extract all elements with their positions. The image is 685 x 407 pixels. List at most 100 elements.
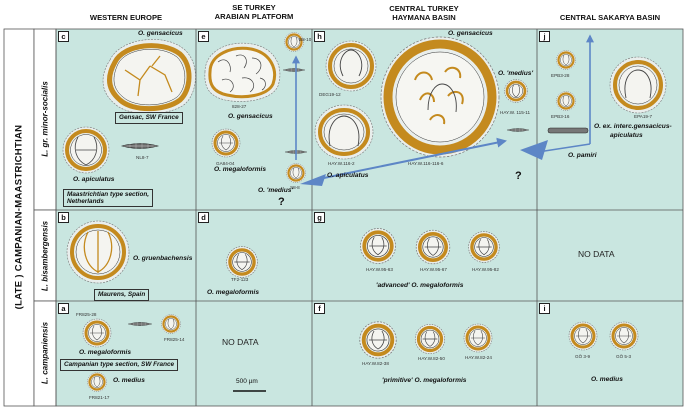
period-label: (LATE ) CAMPANIAN-MAASTRICHTIAN <box>13 124 25 310</box>
panel-badge-b: b <box>58 212 69 223</box>
no-data-sakarya: NO DATA <box>578 249 615 259</box>
specimen-go53: GÖ 5-3 <box>616 354 632 359</box>
specimen-epa: EPA19-7 <box>634 114 653 119</box>
species-d-megaloformis: O. megaloformis <box>207 289 260 296</box>
fossil-c-gensacicus <box>102 39 196 115</box>
species-j-pamiri: O. pamiri <box>568 152 597 159</box>
column-header-se-turkey-2: ARABIAN PLATFORM <box>214 12 294 21</box>
fossil-e-b8-10 <box>283 31 305 53</box>
species-j-interc-line2: apiculatus <box>610 132 643 139</box>
fossil-f-82-50 <box>413 322 447 356</box>
fossil-e-s8-8 <box>285 162 307 184</box>
column-header-central-turkey-2: HAYMANA BASIN <box>392 13 456 22</box>
locality-maastrichtian: Maastrichtian type section, Netherlands <box>63 189 154 207</box>
specimen-epb16: EPB3-16 <box>551 114 570 119</box>
specimen-fr28: FR825-28 <box>76 312 97 317</box>
zone-upper-label: L. gr. minor-socialis <box>40 81 50 157</box>
panel-badge-a: a <box>58 303 69 314</box>
specimen-hay1162: HAY.W.116-2 <box>328 161 355 166</box>
evolution-arrows <box>292 34 594 186</box>
specimen-hay9582: HAY.W.95-82 <box>472 267 499 272</box>
locality-maurens: Maurens, Spain <box>94 289 150 301</box>
panel-badge-e: e <box>198 31 209 42</box>
question-mark-e: ? <box>278 196 285 208</box>
specimen-hay11511: HAY.W. 115-11 <box>500 110 531 115</box>
species-b-gruenbachensis: O. gruenbachensis <box>133 255 193 262</box>
specimen-hay9563: HAY.W.95-63 <box>366 267 393 272</box>
specimen-hay9567: HAY.W.95-67 <box>420 267 447 272</box>
fossil-h-gensacicus <box>380 36 500 158</box>
period-label-box <box>3 28 35 407</box>
specimen-e827: 828-27 <box>232 104 247 109</box>
panel-badge-i: i <box>539 303 550 314</box>
specimen-fr14: FR825-14 <box>164 337 185 342</box>
panel-badge-j: j <box>539 31 550 42</box>
column-header-central-sakarya: CENTRAL SAKARYA BASIN <box>559 13 661 22</box>
fossil-f-82-24 <box>462 322 494 354</box>
species-e-megaloformis: O. megaloformis <box>214 166 267 173</box>
fossil-c-apiculatus <box>62 126 110 174</box>
species-c-apiculatus: O. apiculatus <box>73 176 115 183</box>
no-data-se-turkey: NO DATA <box>222 337 259 347</box>
fossil-h-apiculatus <box>314 104 374 160</box>
specimen-s8: S8-8 <box>290 185 300 190</box>
column-header-western-europe: WESTERN EUROPE <box>89 13 163 22</box>
fossil-g-95-63 <box>358 226 398 266</box>
species-c-gensacicus: O. gensacicus <box>138 30 183 37</box>
fossil-d-megaloformis <box>224 244 260 280</box>
fossil-i-go53 <box>608 320 640 352</box>
specimen-deg: DEG19-12 <box>319 92 341 97</box>
species-i-medius: O. medius <box>591 376 623 383</box>
fossil-e-gensacicus <box>204 42 281 102</box>
fossil-j-epa <box>609 56 667 114</box>
species-h-apiculatus: O. apiculatus <box>327 172 369 179</box>
panel-badge-c: c <box>58 31 69 42</box>
specimen-hay1166: HAY.W.116-116-6 <box>408 161 444 166</box>
fossil-j-epb28 <box>555 49 577 71</box>
fossil-b-gruenbachensis <box>66 220 130 284</box>
specimen-nl: NL8-7 <box>136 155 149 160</box>
column-header-se-turkey-1: SE TURKEY <box>232 3 276 12</box>
panel-grid <box>55 28 684 407</box>
species-h-medius: O. 'medius' <box>498 70 534 77</box>
specimen-hay8250: HAY.W.82-50 <box>418 356 445 361</box>
specimen-hay8224: HAY.W.82-24 <box>465 355 492 360</box>
panel-badge-g: g <box>314 212 325 223</box>
label-primitive-megaloformis: 'primitive' O. megaloformis <box>382 377 467 384</box>
fossil-a-fr825-14 <box>160 313 182 335</box>
fossil-a-medius <box>86 371 108 393</box>
locality-maastrichtian-line2: Netherlands <box>67 198 104 205</box>
panel-badge-h: h <box>314 31 325 42</box>
fossil-g-95-82 <box>466 229 502 265</box>
specimen-hay8238: HAY.W.82-38 <box>362 361 389 366</box>
species-j-interc-line1: O. ex. interc.gensacicus- <box>594 123 672 130</box>
zone-middle-label: L. bisambergensis <box>40 220 50 292</box>
fossil-g-95-67 <box>414 228 452 266</box>
zone-lower-label: L. campaniensis <box>40 321 50 385</box>
fossil-h-medius <box>503 78 529 104</box>
fossil-h-deg <box>325 40 377 92</box>
specimen-fr17: FR821-17 <box>89 395 110 400</box>
species-a-megaloformis: O. megaloformis <box>79 349 132 356</box>
specimen-epb28: EPB3-28 <box>551 73 570 78</box>
column-header-central-turkey-1: CENTRAL TURKEY <box>389 4 459 13</box>
specimen-ga: GA84-04 <box>216 161 235 166</box>
locality-maastrichtian-line1: Maastrichtian type section, <box>67 191 150 198</box>
section-j-pamiri <box>547 127 589 134</box>
panel-badge-d: d <box>198 212 209 223</box>
species-e-medius: O. 'medius' <box>258 187 294 194</box>
species-h-gensacicus: O. gensacicus <box>448 30 493 37</box>
fossil-a-megaloformis <box>81 317 113 349</box>
question-mark-h: ? <box>515 170 522 182</box>
locality-gensac: Gensac, SW France <box>115 112 183 124</box>
species-e-gensacicus: O. gensacicus <box>228 113 273 120</box>
fossil-j-epb16 <box>555 90 577 112</box>
fossil-i-go39 <box>567 320 599 352</box>
specimen-tf: TF2-123 <box>231 277 249 282</box>
label-advanced-megaloformis: 'advanced' O. megaloformis <box>376 282 464 289</box>
fossil-f-82-38 <box>357 319 399 361</box>
scale-bar-label: 500 µm <box>236 378 258 385</box>
fossil-e-megaloformis <box>210 127 242 159</box>
